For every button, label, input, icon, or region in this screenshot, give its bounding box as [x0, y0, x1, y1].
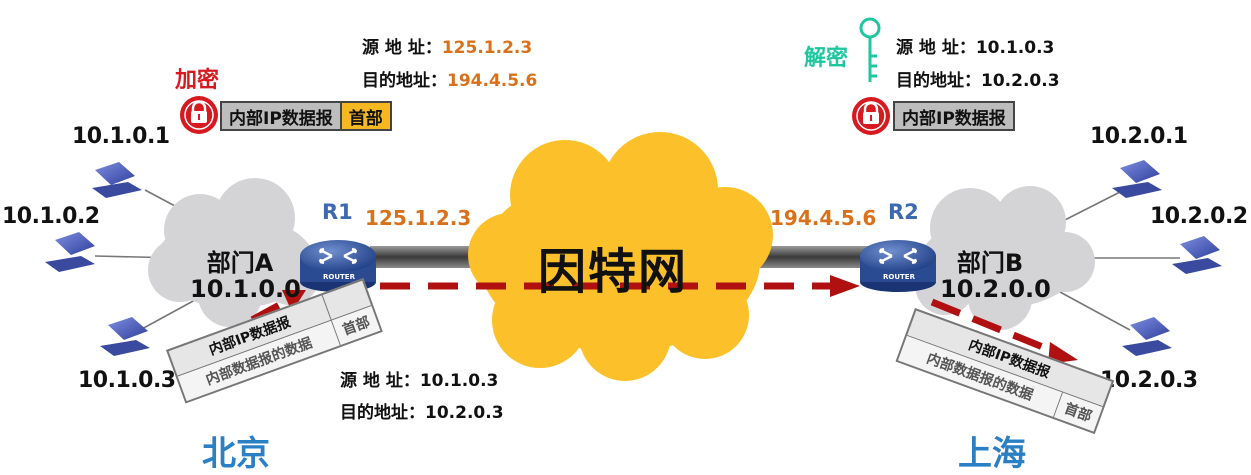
decrypt-src-value: 10.1.0.3: [975, 38, 1055, 58]
encrypt-dst-label: 目的地址：: [362, 71, 447, 91]
left-upload-arrow-head: [282, 290, 306, 312]
internet-label: 因特网: [538, 244, 689, 300]
encrypt-dst-line: 目的地址：194.4.5.6: [362, 66, 537, 91]
tunnel-arrow-head: [830, 275, 860, 297]
inner-dst-value: 10.2.0.3: [425, 403, 504, 423]
router-r1-icon: [300, 240, 376, 292]
city-beijing: 北京: [202, 434, 270, 474]
dept-a-name: 部门A: [206, 249, 274, 277]
host-ip-10.1.0.1: 10.1.0.1: [72, 124, 170, 149]
router-r1-caption: ROUTER: [323, 273, 355, 281]
internet-cloud: [468, 132, 773, 381]
inner-dst-label: 目的地址：: [340, 403, 425, 423]
right-download-arrow: [930, 298, 1057, 356]
encrypt-dst-value: 194.4.5.6: [447, 71, 538, 91]
router-r2-caption: ROUTER: [883, 273, 915, 281]
host-ip-10.2.0.1: 10.2.0.1: [1090, 124, 1188, 149]
decrypt-lock-icon: [852, 97, 890, 135]
encrypted-packet-header: 首部: [341, 103, 390, 129]
decrypt-dst-line: 目的地址：10.2.0.3: [896, 66, 1060, 91]
host-ip-10.2.0.3: 10.2.0.3: [1100, 368, 1198, 393]
encrypted-packet-body: 内部IP数据报: [222, 103, 342, 129]
encrypt-lock-icon: [180, 96, 218, 134]
inner-src-value: 10.1.0.3: [419, 371, 499, 391]
decrypt-src-line: 源 地 址：10.1.0.3: [896, 33, 1054, 58]
encrypt-label: 加密: [175, 68, 220, 93]
computer-icon-10.1.0.2: [45, 232, 95, 272]
decrypt-label: 解密: [804, 46, 849, 71]
city-shanghai: 上海: [958, 434, 1026, 474]
decrypt-src-label: 源 地 址：: [896, 38, 976, 58]
cloud-dept-a: [148, 178, 320, 327]
encrypt-src-value: 125.1.2.3: [441, 38, 533, 58]
encrypt-src-label: 源 地 址：: [362, 38, 442, 58]
decrypt-dst-label: 目的地址：: [896, 71, 981, 91]
dept-a-network: 10.1.0.0: [190, 275, 301, 303]
key-icon: [859, 17, 881, 82]
router-r1-ip: 125.1.2.3: [365, 206, 472, 230]
cloud-dept-b: [915, 186, 1095, 330]
decrypted-packet: 内部IP数据报: [893, 101, 1015, 131]
dept-a-label: 部门A 10.1.0.0: [190, 249, 301, 303]
dept-b-label: 部门B 10.2.0.0: [940, 249, 1051, 303]
router-r2-ip: 194.4.5.6: [770, 206, 877, 230]
host-ip-10.2.0.2: 10.2.0.2: [1150, 204, 1248, 229]
inner-src-label: 源 地 址：: [340, 371, 420, 391]
encrypted-packet: 内部IP数据报 首部: [220, 101, 392, 131]
decrypted-packet-body: 内部IP数据报: [895, 103, 1013, 129]
dept-b-name: 部门B: [956, 249, 1024, 277]
encrypt-src-line: 源 地 址：125.1.2.3: [362, 33, 532, 58]
router-r2-icon: [860, 240, 936, 292]
router-r2-name: R2: [888, 200, 919, 224]
computer-icon-10.2.0.3: [1122, 317, 1172, 356]
computer-icon-10.2.0.2: [1172, 236, 1222, 274]
host-ip-10.1.0.3: 10.1.0.3: [78, 368, 176, 393]
host-ip-10.1.0.2: 10.1.0.2: [2, 204, 100, 229]
inner-dst-line: 目的地址：10.2.0.3: [340, 398, 504, 423]
decrypt-dst-value: 10.2.0.3: [981, 71, 1060, 91]
computer-icon-10.2.0.1: [1112, 160, 1162, 198]
inner-src-line: 源 地 址：10.1.0.3: [340, 366, 498, 391]
computer-icon-10.1.0.3: [100, 317, 150, 356]
dept-b-network: 10.2.0.0: [940, 275, 1051, 303]
computer-icon-10.1.0.1: [92, 162, 142, 198]
router-r1-name: R1: [322, 200, 353, 224]
